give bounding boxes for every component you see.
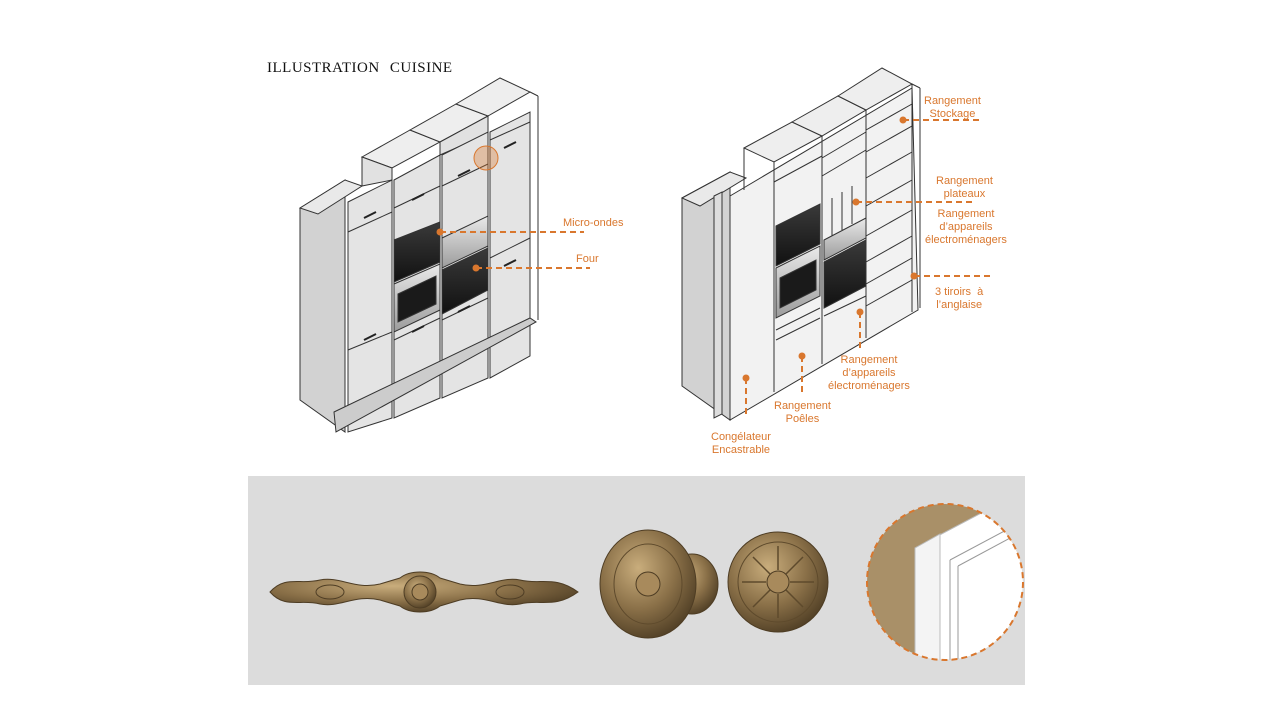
callout-dots (436, 116, 918, 382)
round-knob-front-icon (727, 531, 829, 633)
label-micro-ondes: Micro-ondes (563, 217, 624, 229)
label-rangement-appareils-2: Rangement d’appareils électroménagers (828, 354, 910, 392)
open-cabinet-unit (680, 67, 921, 421)
label-rangement-poeles: Rangement Poêles (774, 400, 831, 425)
label-rangement-stockage: Rangement Stockage (924, 95, 981, 120)
round-knob-side-icon (599, 529, 719, 639)
label-rangement-appareils-1: Rangement d’appareils électroménagers (925, 208, 1007, 246)
label-four: Four (576, 253, 599, 265)
ornate-handle-icon (269, 571, 579, 613)
door-profile-detail-icon (866, 503, 1024, 661)
label-rangement-plateaux: Rangement plateaux (936, 175, 993, 200)
page-title: ILLUSTRATION CUISINE (267, 60, 453, 76)
highlight-marker (473, 145, 499, 171)
callout-lines (440, 119, 992, 418)
label-tiroirs-anglaise: 3 tiroirs à l’anglaise (935, 286, 984, 311)
closed-cabinet-unit (298, 77, 539, 433)
label-congelateur: Congélateur Encastrable (711, 431, 771, 456)
